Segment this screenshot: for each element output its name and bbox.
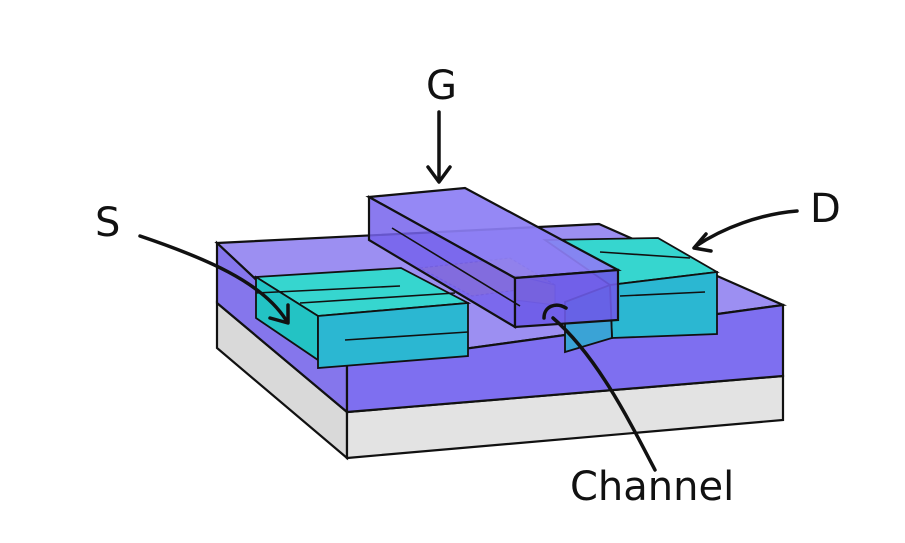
arrow-down-icon <box>426 110 452 184</box>
source-inner-line-3 <box>344 331 469 341</box>
drain-inner-line-1 <box>599 251 691 259</box>
gate-inner-line <box>391 227 521 307</box>
source-front <box>317 302 469 369</box>
source-inner-line-1 <box>255 285 401 294</box>
channel-label: Channel <box>570 464 734 510</box>
source-label: S <box>95 200 120 246</box>
gate-front-face <box>513 268 620 329</box>
drain-inner-line-2 <box>619 291 706 297</box>
gate-bar <box>365 186 622 329</box>
channel-arrow-icon <box>542 303 657 472</box>
drain-arrow-icon <box>692 209 799 253</box>
drain-label: D <box>810 186 841 232</box>
source-inner-line-2 <box>299 292 456 304</box>
gate-label: G <box>426 63 457 109</box>
source-arrow-icon <box>138 234 290 325</box>
